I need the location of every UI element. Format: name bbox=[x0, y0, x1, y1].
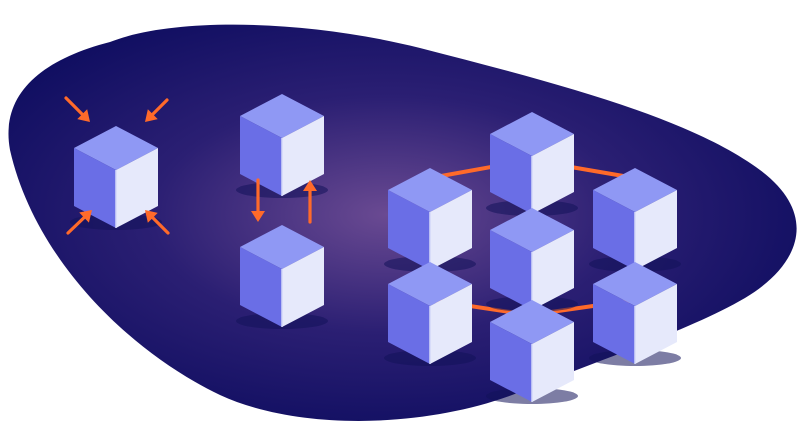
cube-right-face bbox=[282, 116, 324, 196]
cube-standalone bbox=[70, 126, 162, 230]
arrow-head bbox=[251, 211, 265, 222]
cube-left-face bbox=[593, 284, 635, 364]
arrow-shaft bbox=[64, 96, 84, 116]
arrow-shaft bbox=[151, 216, 170, 235]
cube-right-face bbox=[532, 134, 574, 214]
arrow-shaft bbox=[66, 216, 86, 235]
compress-arrow-bottom-right bbox=[145, 210, 170, 235]
arrow-head bbox=[145, 210, 158, 223]
cube-left-face bbox=[490, 322, 532, 402]
cube-left-face bbox=[388, 284, 430, 364]
cube-network-left-upper bbox=[384, 168, 476, 272]
cube-right-face bbox=[635, 284, 677, 364]
compress-arrow-top-left bbox=[64, 96, 90, 122]
cube-left-face bbox=[240, 247, 282, 327]
arrow-head bbox=[303, 180, 317, 191]
cube-network-right-upper bbox=[589, 168, 681, 272]
arrow-head bbox=[79, 210, 92, 223]
cube-right-face bbox=[532, 230, 574, 310]
cube-network-center bbox=[486, 208, 578, 312]
cube-right-face bbox=[116, 148, 158, 228]
cube-lower bbox=[236, 225, 328, 329]
cube-left-face bbox=[240, 116, 282, 196]
cube-left-face bbox=[388, 190, 430, 270]
cube-left-face bbox=[74, 148, 116, 228]
cube-group bbox=[70, 94, 681, 404]
compress-arrow-bottom-left bbox=[66, 210, 92, 235]
cube-right-face bbox=[430, 190, 472, 270]
cube-left-face bbox=[593, 190, 635, 270]
cube-network-right-lower bbox=[589, 262, 681, 366]
cube-network-top bbox=[486, 112, 578, 216]
arrow-shaft bbox=[151, 98, 169, 116]
cube-right-face bbox=[532, 322, 574, 402]
cube-network-bottom bbox=[486, 300, 578, 404]
cube-left-face bbox=[490, 230, 532, 310]
cube-upper bbox=[236, 94, 328, 198]
arrow-group bbox=[64, 96, 317, 235]
cube-network-left-lower bbox=[384, 262, 476, 366]
arrow-head bbox=[145, 109, 158, 122]
compress-arrow-top-right bbox=[145, 98, 169, 122]
arrow-up bbox=[303, 180, 317, 224]
arrow-down bbox=[251, 178, 265, 222]
arrow-head bbox=[77, 109, 90, 122]
cube-right-face bbox=[430, 284, 472, 364]
cube-right-face bbox=[635, 190, 677, 270]
cube-left-face bbox=[490, 134, 532, 214]
cube-right-face bbox=[282, 247, 324, 327]
